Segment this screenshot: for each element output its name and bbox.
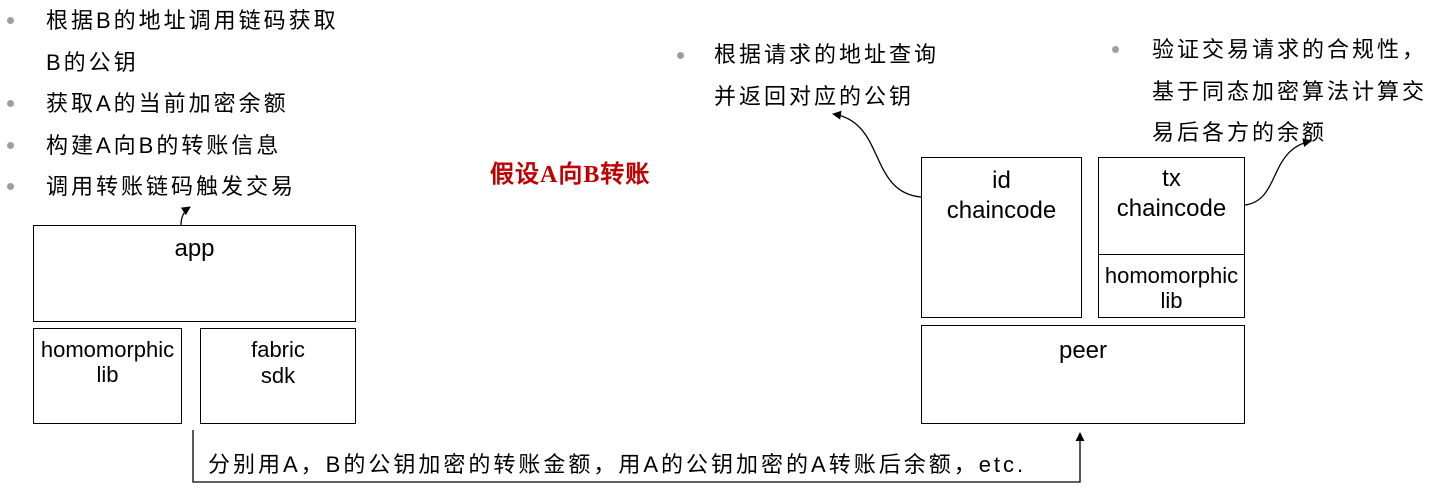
- app-to-steps-arrow: [180, 206, 191, 226]
- list-item: 获取A的当前加密余额: [0, 83, 339, 125]
- list-item: 构建A向B的转账信息: [0, 125, 339, 167]
- box-label-line: tx: [1162, 165, 1181, 192]
- tx-chaincode-note: 验证交易请求的合规性， 基于同态加密算法计算交 易后各方的余额: [1111, 29, 1427, 154]
- list-item-line: 并返回对应的公钥: [714, 84, 915, 109]
- list-item: 调用转账链码触发交易: [0, 166, 339, 208]
- bullet-icon: [7, 17, 14, 24]
- list-item-line: 获取A的当前加密余额: [46, 91, 289, 116]
- list-item-line: 根据B的地址调用链码获取: [46, 8, 339, 33]
- app-label: app: [174, 235, 215, 262]
- tx-chaincode-box: tx chaincode: [1098, 157, 1245, 255]
- list-item-line: B的公钥: [46, 49, 139, 75]
- list-item: 根据B的地址调用链码获取 B的公钥: [0, 0, 339, 83]
- box-label-line: chaincode: [946, 197, 1057, 224]
- box-label-line: homomorphic: [40, 337, 175, 362]
- transaction-payload-message: 分别用A，B的公钥加密的转账金额，用A的公钥加密的A转账后余额，etc.: [208, 452, 1027, 477]
- peer-label: peer: [1058, 337, 1108, 364]
- id-chaincode-note: 根据请求的地址查询 并返回对应的公钥: [676, 34, 939, 118]
- box-label-line: lib: [96, 362, 119, 387]
- peer-box: peer: [921, 325, 1245, 424]
- list-item: 验证交易请求的合规性， 基于同态加密算法计算交 易后各方的余额: [1111, 29, 1427, 154]
- bullet-icon: [677, 51, 684, 59]
- id-chaincode-to-note-arrow: [832, 110, 922, 198]
- list-item-line: 易后各方的余额: [1152, 120, 1328, 145]
- homomorphic-lib-box-client: homomorphic lib: [33, 328, 182, 424]
- list-item-line: 根据请求的地址查询: [714, 42, 940, 67]
- bullet-icon: [7, 100, 14, 107]
- box-label-line: id: [992, 167, 1011, 194]
- list-item-line: 调用转账链码触发交易: [46, 174, 297, 199]
- box-label-line: fabric: [251, 337, 305, 362]
- list-item: 根据请求的地址查询 并返回对应的公钥: [676, 34, 939, 118]
- homomorphic-lib-box-peer: homomorphic lib: [1098, 254, 1245, 318]
- bullet-icon: [7, 183, 14, 190]
- id-chaincode-box: id chaincode: [921, 157, 1082, 318]
- fabric-sdk-box: fabric sdk: [200, 328, 356, 424]
- list-item-line: 构建A向B的转账信息: [46, 132, 282, 158]
- box-label-line: sdk: [260, 363, 296, 388]
- box-label-line: chaincode: [1116, 195, 1227, 222]
- list-item-line: 验证交易请求的合规性，: [1152, 37, 1428, 62]
- bullet-icon: [1112, 46, 1119, 53]
- box-label-line: homomorphic: [1104, 263, 1239, 288]
- bullet-icon: [7, 141, 14, 149]
- box-label-line: lib: [1160, 288, 1183, 313]
- scenario-note: 假设A向B转账: [490, 162, 651, 188]
- list-item-line: 基于同态加密算法计算交: [1152, 78, 1428, 104]
- app-steps-list: 根据B的地址调用链码获取 B的公钥 获取A的当前加密余额 构建A向B的转账信息 …: [0, 0, 339, 208]
- app-box: app: [33, 225, 356, 322]
